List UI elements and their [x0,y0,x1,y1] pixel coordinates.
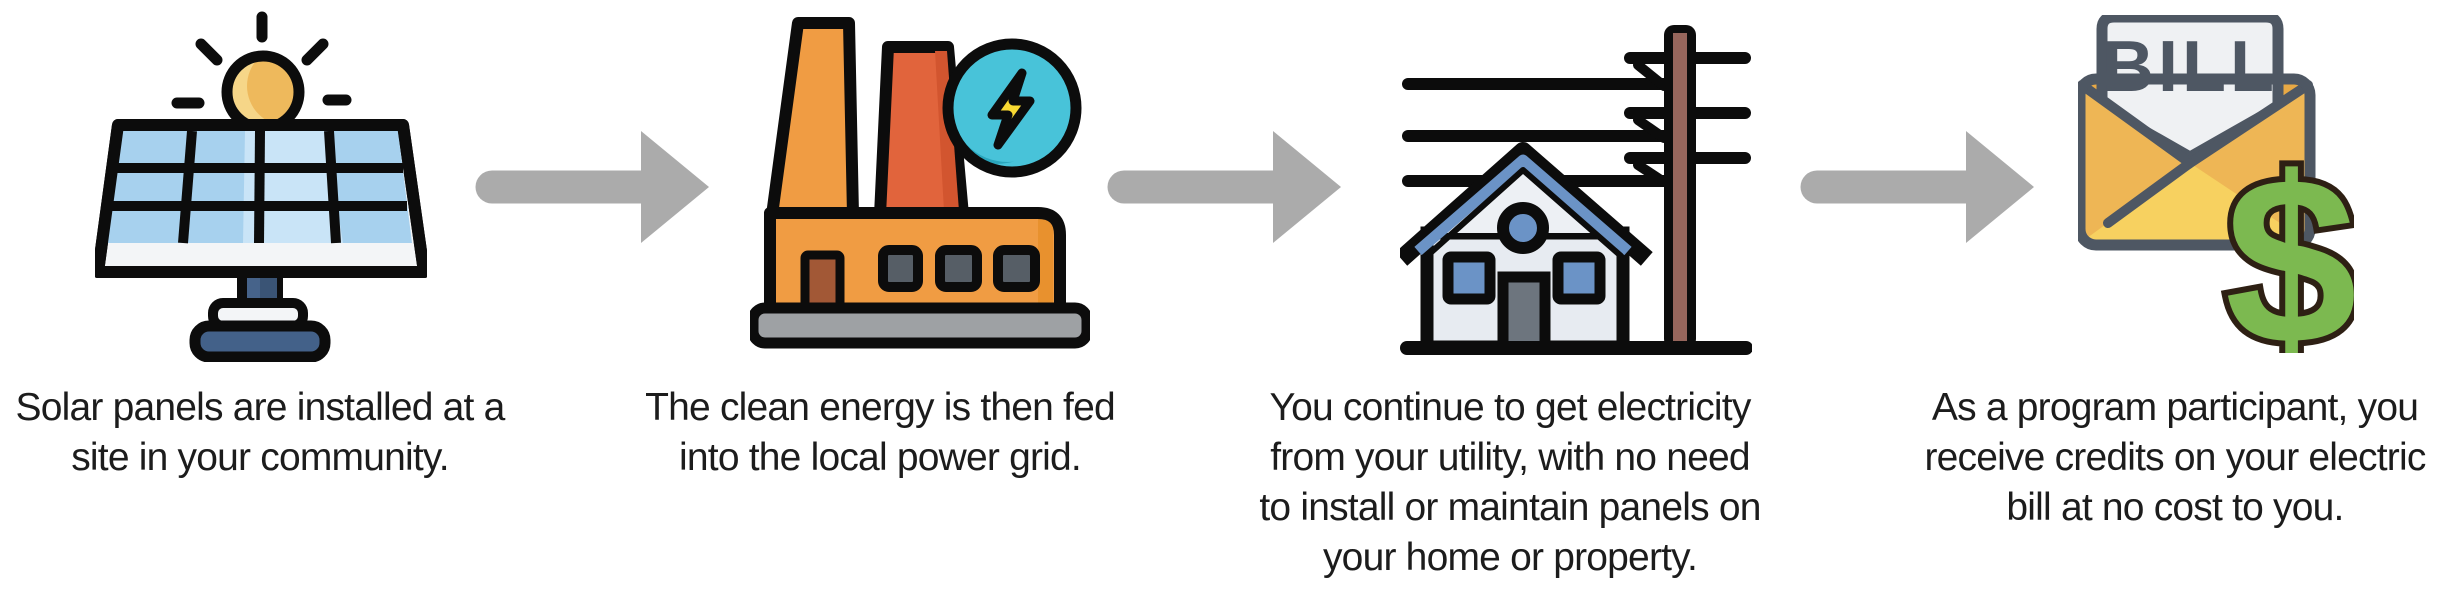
step-caption-3: You continue to get electricity from you… [1235,383,1785,583]
window-icon [1442,251,1496,305]
round-window-icon [1497,202,1549,254]
step-caption-4: As a program participant, you receive cr… [1900,383,2450,533]
caption-line: from your utility, with no need [1270,436,1750,479]
caption-line: your home or property. [1322,536,1698,579]
caption-line: into the local power grid. [679,436,1082,479]
door-icon [1497,271,1551,353]
caption-line: receive credits on your electric [1924,436,2426,479]
bill-credits-icon: BILL $ [2078,15,2354,353]
caption-line: As a program participant, you [1931,386,2419,429]
lightning-bolt-icon [987,68,1035,150]
power-plant-icon [750,17,1090,349]
envelope-icon [2078,73,2316,251]
solar-panel-icon [95,11,427,362]
utility-pole-icon [1664,25,1696,349]
arrow-right-icon [475,131,709,243]
factory-windows [878,245,1040,292]
step-caption-1: Solar panels are installed at a site in … [10,383,510,483]
arrow-right-icon [1107,131,1341,243]
house-power-grid-icon [1400,25,1752,355]
house-icon [1400,142,1653,354]
caption-line: to install or maintain panels on [1259,486,1761,529]
bill-paper-icon: BILL [2096,15,2284,163]
dollar-sign-icon: $ [2225,129,2354,353]
caption-line: You continue to get electricity [1269,386,1751,429]
step-caption-2: The clean energy is then fed into the lo… [630,383,1130,483]
caption-line: site in your community. [71,436,449,479]
factory-door [800,250,845,315]
caption-line: The clean energy is then fed [645,386,1116,429]
panel-icon [95,119,427,278]
arrow-right-icon [1800,131,2034,243]
caption-line: bill at no cost to you. [2006,486,2344,529]
sun-rays-icon [171,11,352,109]
caption-line: Solar panels are installed at a [15,386,505,429]
window-icon [1552,251,1606,305]
bill-label: BILL [2102,27,2278,107]
